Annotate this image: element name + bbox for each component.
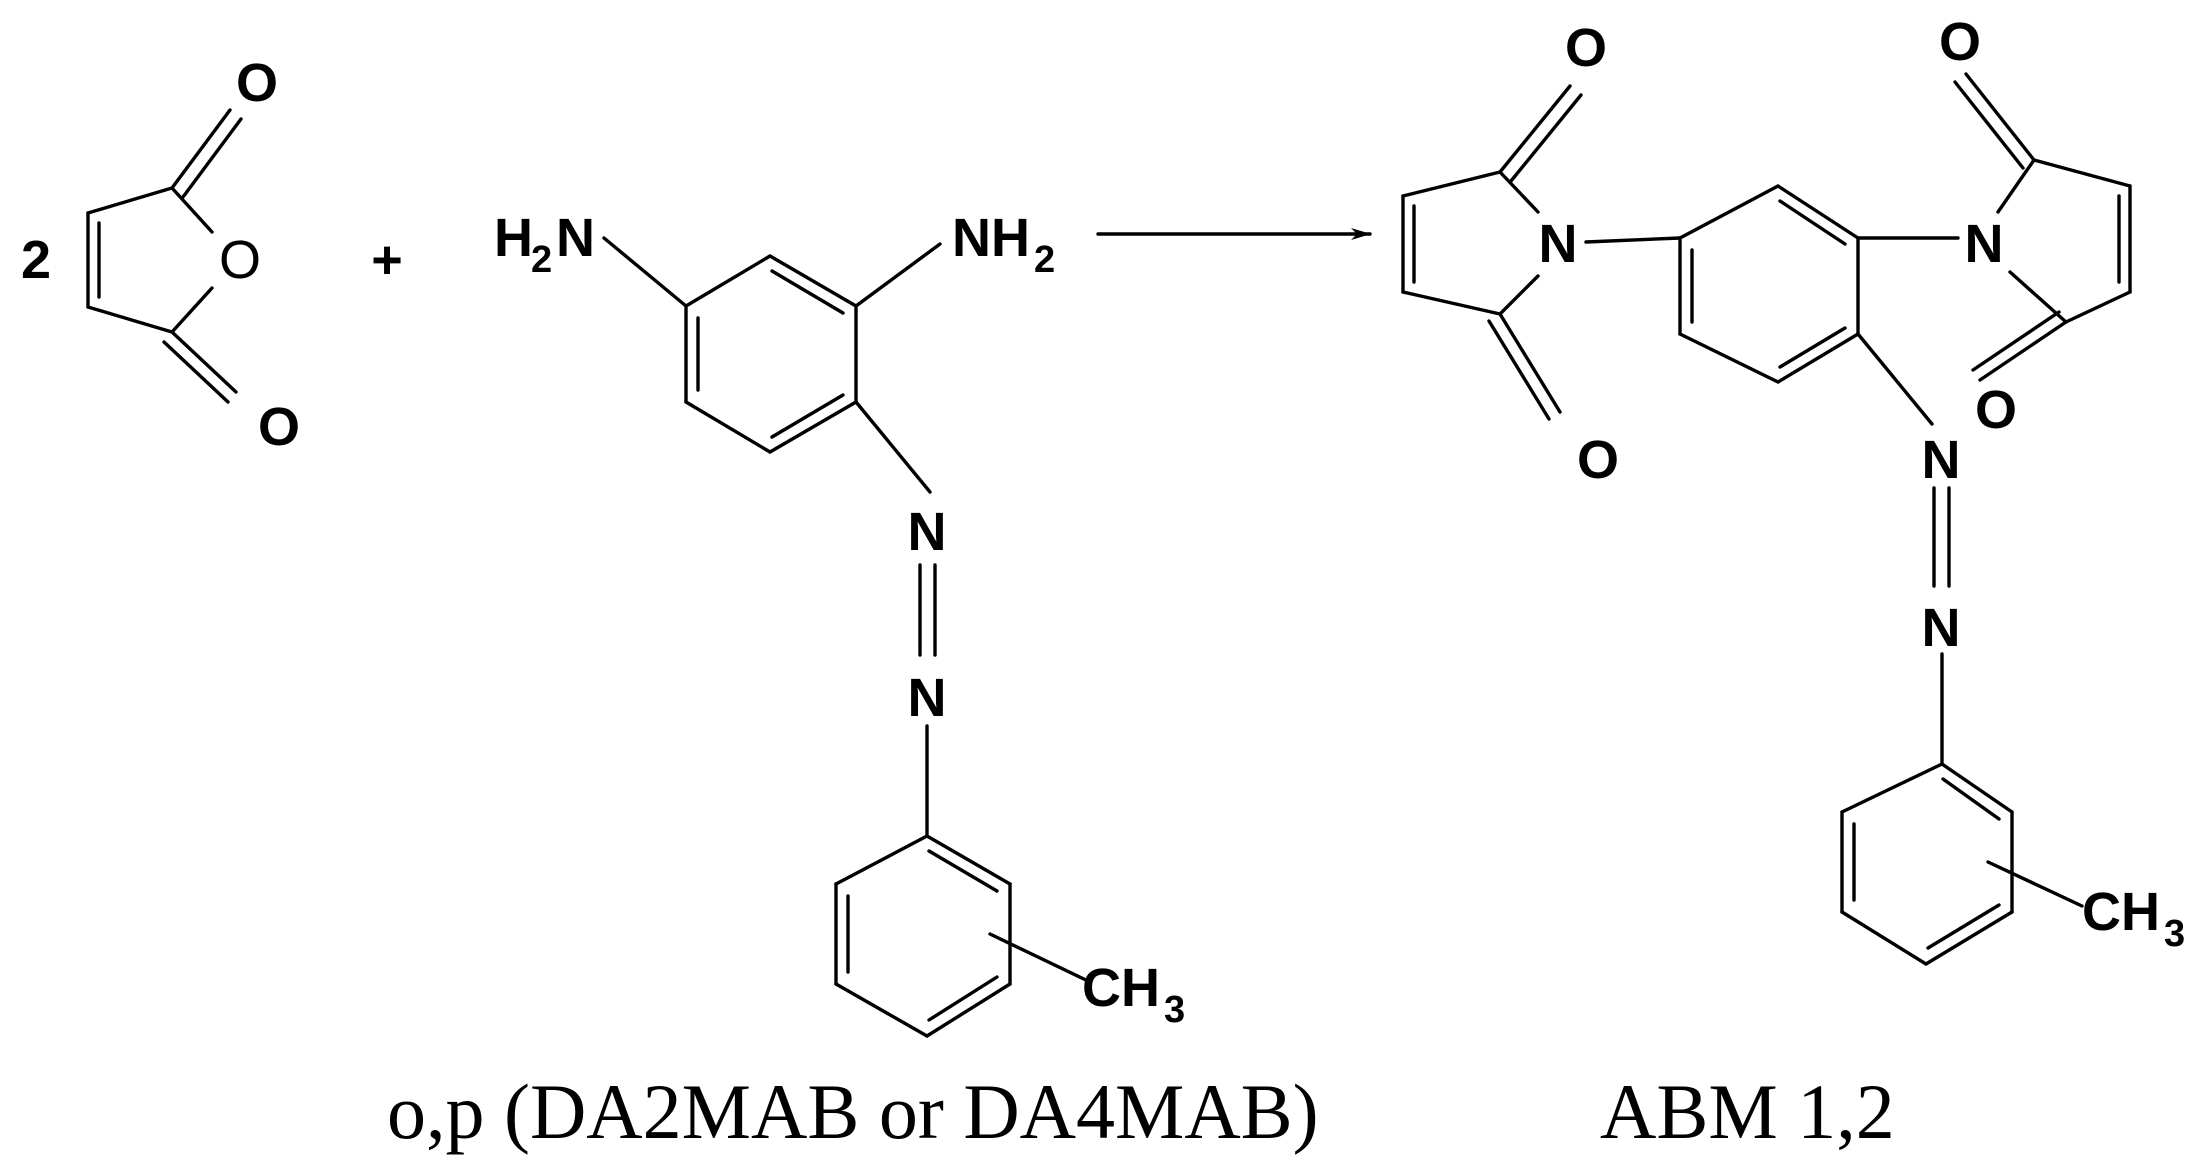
diamine-structure	[602, 236, 1090, 1038]
product-methyl-ch: CH	[2082, 882, 2160, 942]
amine-right-subscript: 2	[1034, 239, 1055, 281]
left-imide-nitrogen: N	[1539, 214, 1578, 274]
right-imide-carbonyl-oxygen-top: O	[1939, 12, 1981, 72]
diamine-methyl-subscript: 3	[1164, 989, 1185, 1031]
anhydride-carbonyl-oxygen-top: O	[236, 53, 278, 113]
amine-left-h: H	[494, 208, 533, 268]
left-imide-carbonyl-oxygen-top: O	[1565, 18, 1607, 78]
amine-right-nh: NH	[952, 208, 1030, 268]
bismaleimide-structure	[1401, 72, 2132, 966]
product-azo-n-bottom: N	[1922, 598, 1961, 658]
plus-sign: +	[371, 230, 403, 290]
product-methyl-subscript: 3	[2164, 913, 2185, 955]
right-imide-carbonyl-oxygen-bottom: O	[1975, 380, 2017, 440]
right-imide-nitrogen: N	[1965, 214, 2004, 274]
maleic-anhydride-structure	[86, 108, 243, 404]
amine-left-n: N	[556, 208, 595, 268]
diamine-azo-n-bottom: N	[908, 668, 947, 728]
product-caption: ABM 1,2	[1600, 1068, 1895, 1155]
product-azo-n-top: N	[1922, 430, 1961, 490]
reactant-caption: o,p (DA2MAB or DA4MAB)	[387, 1068, 1319, 1155]
diamine-methyl-ch: CH	[1082, 958, 1160, 1018]
anhydride-ring-oxygen: O	[219, 230, 261, 290]
diamine-azo-n-top: N	[908, 502, 947, 562]
stoichiometric-coefficient: 2	[21, 230, 51, 290]
anhydride-carbonyl-oxygen-bottom: O	[258, 397, 300, 457]
left-imide-carbonyl-oxygen-bottom: O	[1577, 430, 1619, 490]
amine-left-subscript: 2	[531, 239, 552, 281]
